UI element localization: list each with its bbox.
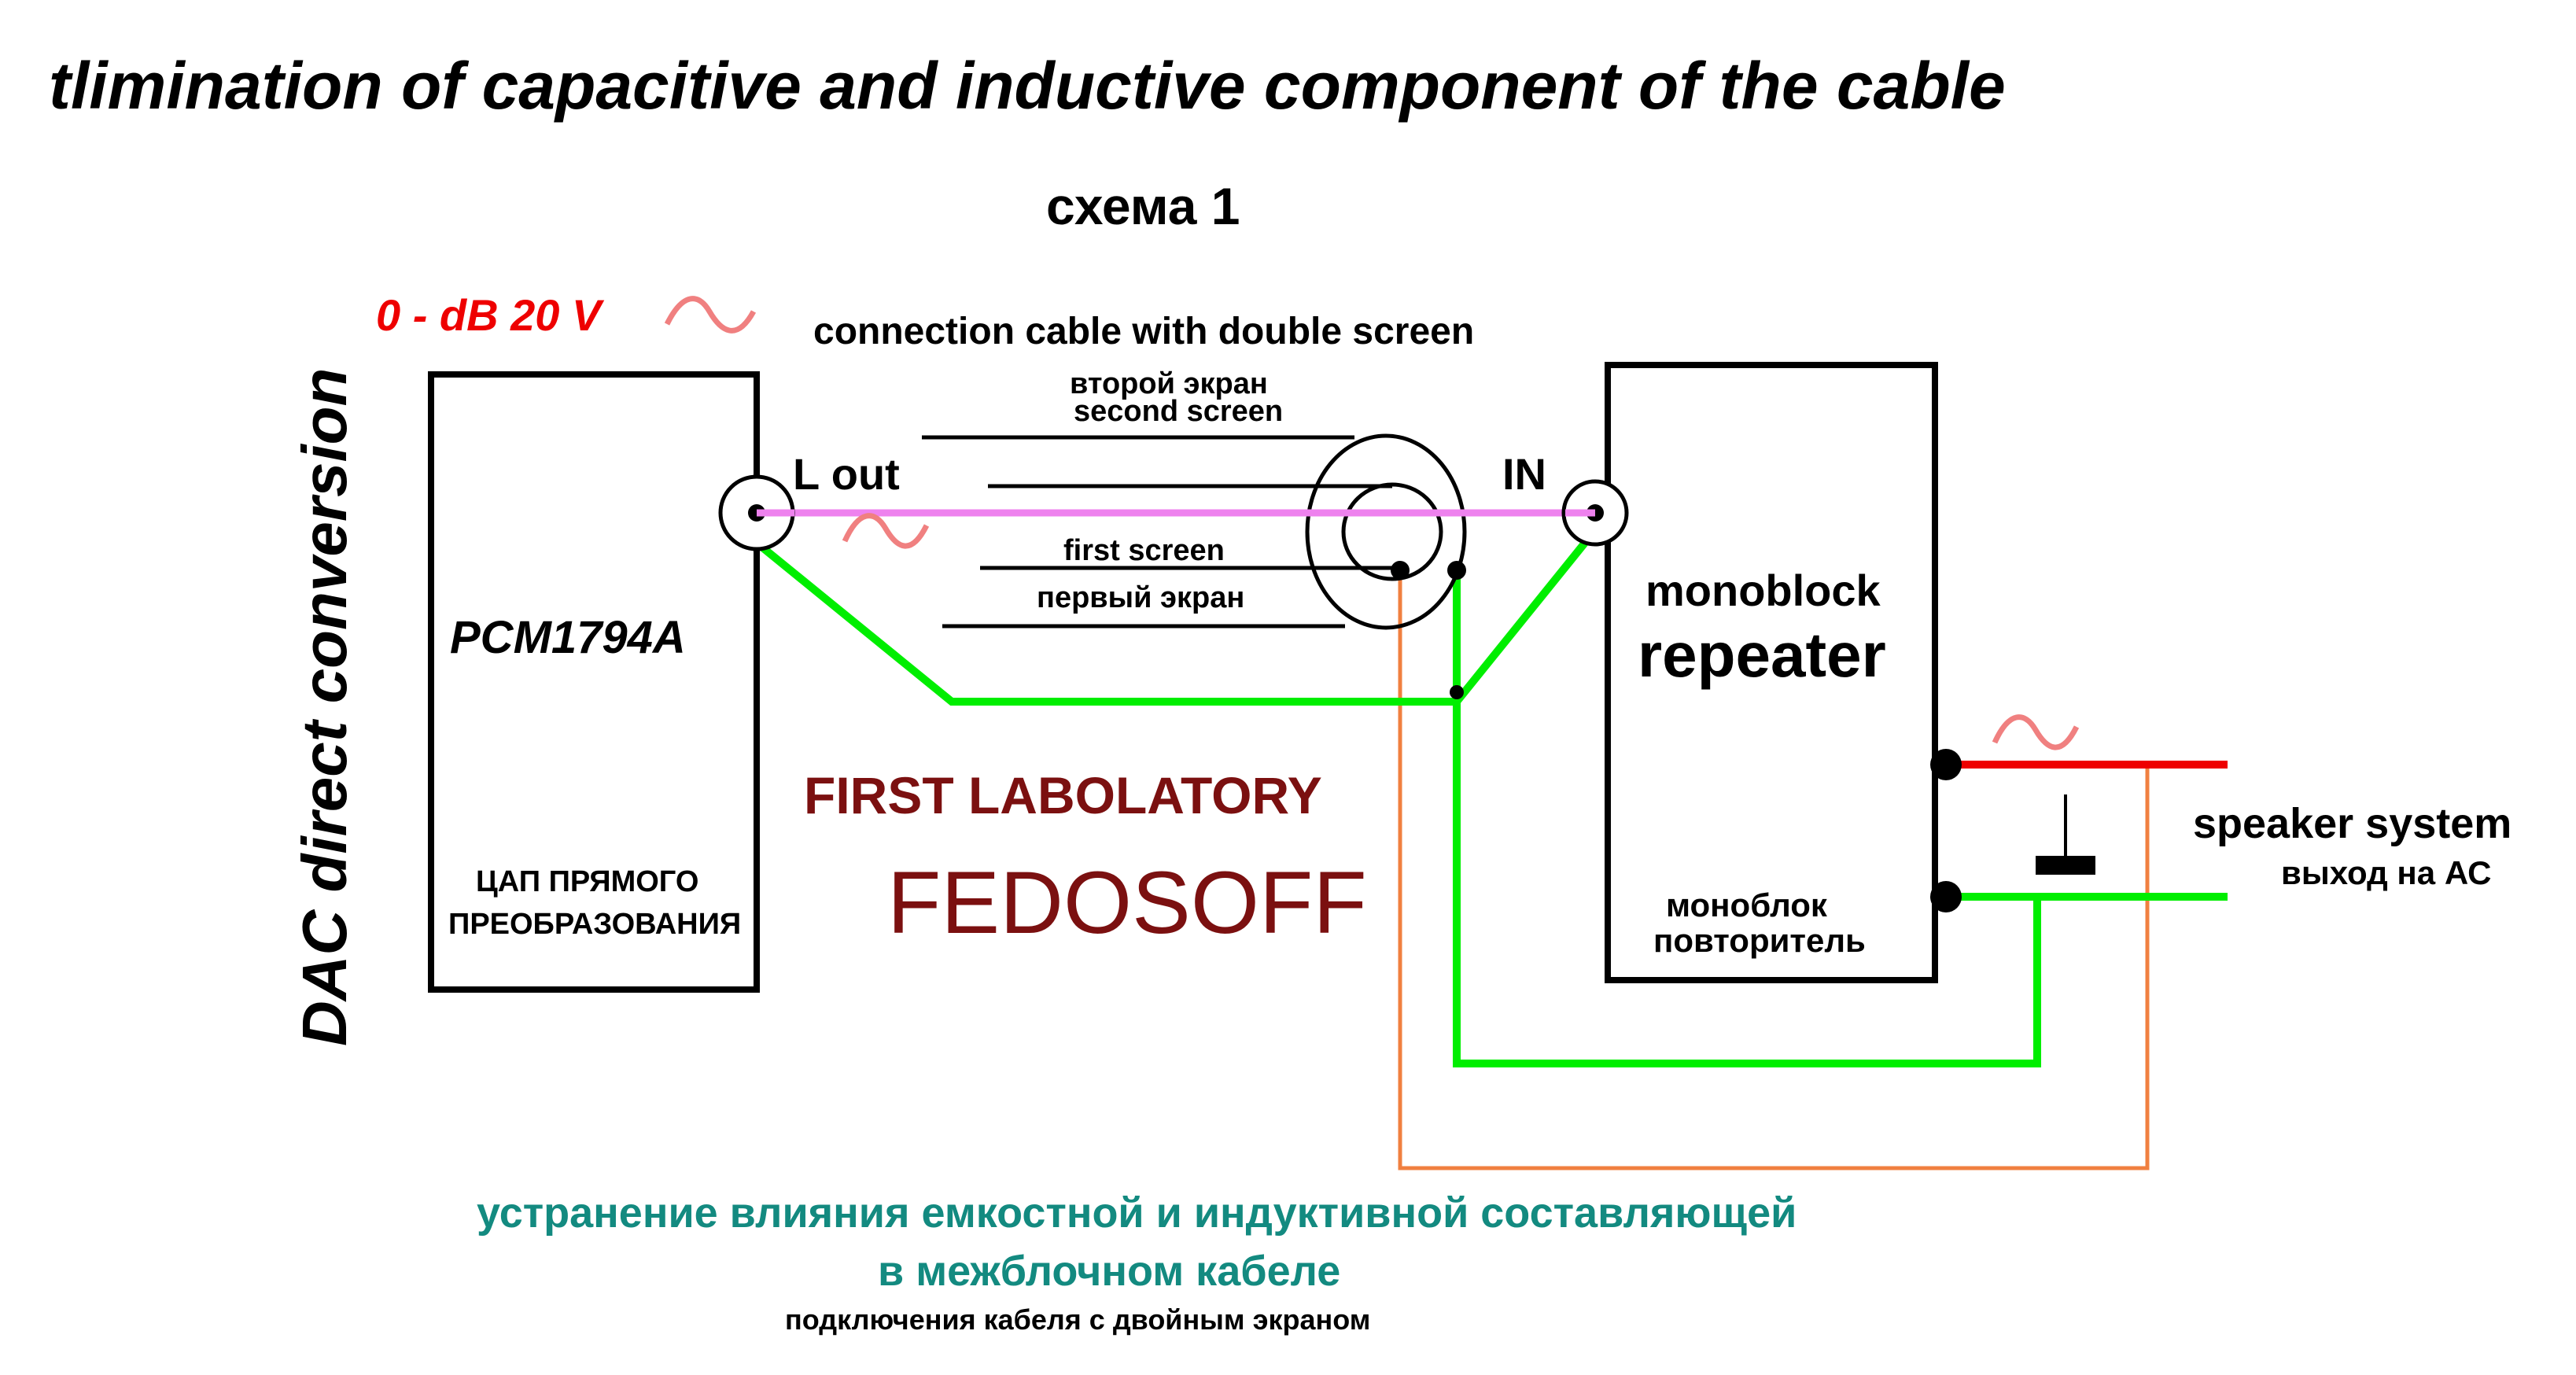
footer-line1: устранение влияния емкостной и индуктивн… xyxy=(477,1189,1797,1237)
lab-line2: FEDOSOFF xyxy=(887,853,1367,952)
repeater-line2: repeater xyxy=(1638,620,1886,690)
in-label: IN xyxy=(1502,449,1546,499)
diagram-title: tlimination of capacitive and inductive … xyxy=(49,49,2006,123)
dac-side-label: DAC direct conversion xyxy=(289,368,359,1046)
junction-second-screen xyxy=(1447,561,1466,580)
ground-wire-return xyxy=(1453,570,2041,1067)
second-screen-en-label: second screen xyxy=(1074,395,1283,428)
first-screen-en-label: first screen xyxy=(1063,534,1225,567)
signal-wave-icon xyxy=(842,513,930,549)
ground-symbol-plate xyxy=(2036,856,2095,875)
first-screen-ru-label: первый экран xyxy=(1037,581,1244,614)
dac-ru-line2: ПРЕОБРАЗОВАНИЯ xyxy=(448,908,741,941)
out-label: L out xyxy=(793,449,900,499)
junction-ground xyxy=(1450,685,1464,699)
lab-line1: FIRST LABOLATORY xyxy=(804,766,1322,824)
dac-chip-label: PCM1794A xyxy=(450,612,686,663)
inner-screen-circle xyxy=(1341,482,1443,581)
dac-ru-line1: ЦАП ПРЯМОГО xyxy=(476,865,698,898)
cable-label: connection cable with double screen xyxy=(813,311,1474,352)
speaker-plus-terminal xyxy=(1930,749,1962,780)
first-screen-wire xyxy=(1398,570,2150,1170)
speaker-minus-terminal xyxy=(1930,881,1962,912)
junction-first-screen xyxy=(1391,561,1410,580)
speaker-label-en: speaker system xyxy=(2193,800,2512,847)
footer-line3: подключения кабеля с двойным экраном xyxy=(785,1303,1370,1336)
ground-wire-dac xyxy=(754,540,1588,706)
scheme-number: схема 1 xyxy=(1046,177,1240,235)
level-wave-icon xyxy=(664,296,757,334)
speaker-label-ru: выход на АС xyxy=(2281,854,2491,891)
dac-box xyxy=(428,371,760,993)
repeater-ru-line1: моноблок xyxy=(1666,887,1828,923)
second-screen-ru-label: второй экран xyxy=(1070,367,1268,400)
speaker-wave-icon xyxy=(1992,714,2080,750)
repeater-box xyxy=(1605,362,1938,983)
signal-level: 0 - dB 20 V xyxy=(376,290,605,340)
repeater-line1: monoblock xyxy=(1645,566,1881,615)
repeater-ru-line2: повторитель xyxy=(1653,922,1866,959)
footer-line2: в межблочном кабеле xyxy=(878,1248,1340,1295)
outer-screen-circle xyxy=(1305,433,1467,630)
